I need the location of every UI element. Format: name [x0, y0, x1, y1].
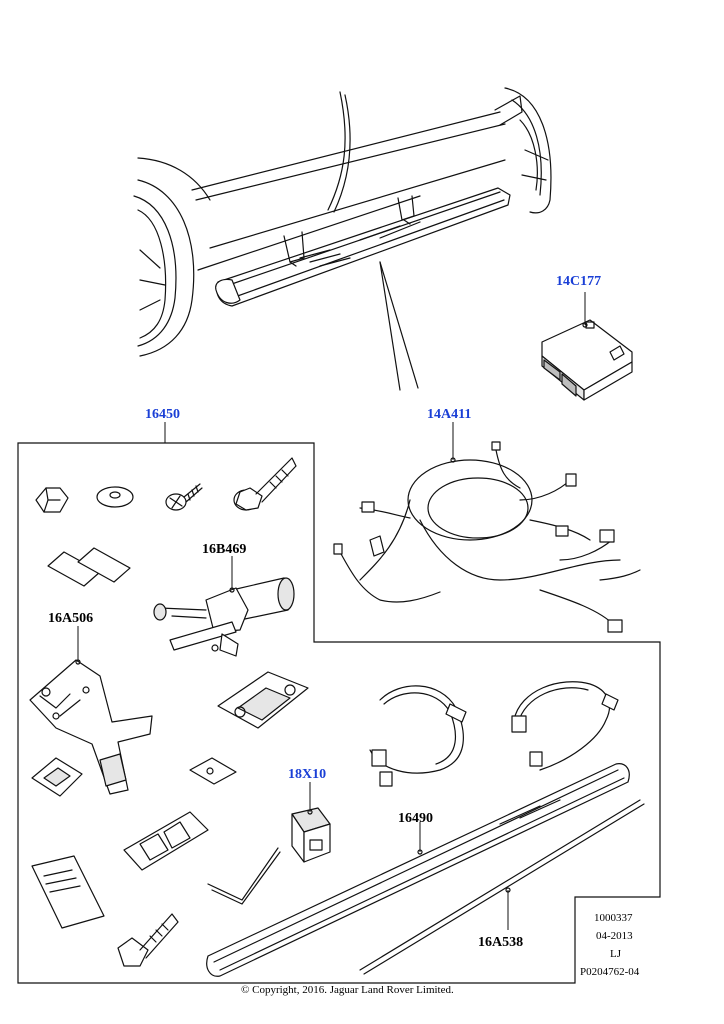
callout-16A506[interactable]: 16A506: [48, 611, 93, 626]
foam-pad: [189, 757, 237, 785]
trim-strip-16A538: [359, 799, 645, 975]
callout-16B469[interactable]: 16B469: [202, 542, 246, 557]
ref-line-1: 1000337: [594, 912, 633, 924]
adhesive-pads: [47, 547, 131, 587]
vehicle-side-illustration: [133, 87, 552, 391]
ref-line-4: P0204762-04: [580, 966, 640, 978]
callout-14C177[interactable]: 14C177: [556, 274, 601, 289]
running-board-16490: [206, 763, 630, 977]
ref-line-3: LJ: [610, 948, 622, 960]
self-tapping-screw: [165, 483, 203, 511]
motor-assembly-16B469: [153, 577, 295, 657]
control-module-14C177: [541, 319, 633, 401]
hex-bolt: [117, 913, 179, 967]
callout-16450[interactable]: 16450: [145, 407, 180, 422]
kit-16450-outline: [17, 442, 661, 984]
extension-harness-right: [511, 681, 619, 771]
step-linkage-16A506: [29, 659, 153, 795]
switch-bezel: [217, 671, 309, 729]
clip-fastener: [35, 487, 69, 513]
wiring-harness-14A411: [333, 441, 641, 633]
callout-16A538[interactable]: 16A538: [478, 935, 523, 950]
copyright-notice: © Copyright, 2016. Jaguar Land Rover Lim…: [241, 984, 454, 996]
instruction-booklet: [31, 855, 105, 929]
hex-key: [207, 847, 281, 905]
ref-line-2: 04-2013: [596, 930, 633, 942]
callout-16490[interactable]: 16490: [398, 811, 433, 826]
flange-bolt: [233, 457, 297, 511]
grease-sachet: [31, 757, 83, 797]
callout-14A411[interactable]: 14A411: [427, 407, 471, 422]
switch-18X10: [291, 807, 331, 863]
callout-18X10[interactable]: 18X10: [288, 767, 326, 782]
washer: [96, 486, 134, 508]
extension-harness-left: [369, 685, 467, 787]
shim-plate: [123, 811, 209, 871]
